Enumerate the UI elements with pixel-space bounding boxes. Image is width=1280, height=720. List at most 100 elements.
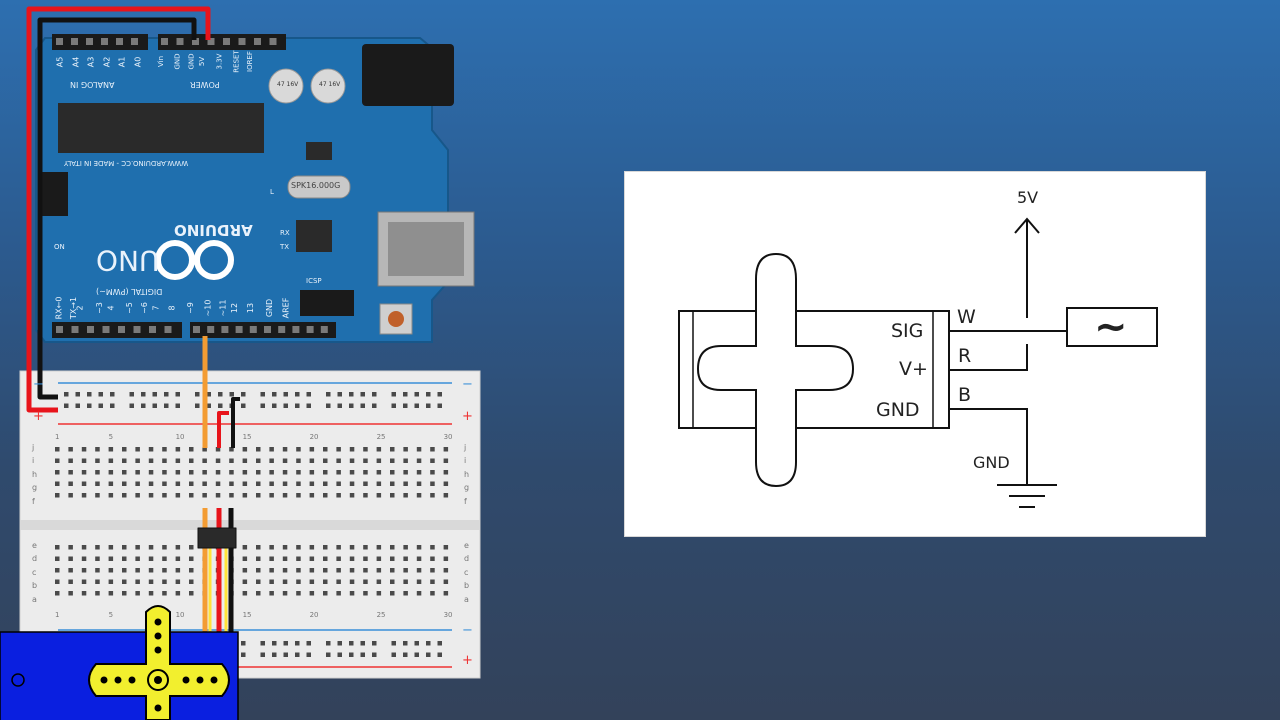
breadboard-hole — [68, 591, 73, 596]
digital-pin-label: ~9 — [185, 302, 195, 314]
breadboard-hole — [256, 470, 261, 475]
breadboard-hole — [135, 591, 140, 596]
breadboard-hole — [215, 470, 221, 475]
breadboard-hole — [323, 447, 328, 452]
breadboard-hole — [295, 641, 300, 646]
column-number: 5 — [108, 611, 114, 619]
breadboard-hole — [87, 392, 92, 397]
row-letter: h — [464, 469, 470, 479]
signal-source-symbol: ~ — [1094, 304, 1128, 350]
breadboard-hole — [296, 470, 301, 475]
breadboard-hole — [241, 392, 246, 397]
header-pin — [86, 38, 93, 45]
header-pin — [56, 38, 63, 45]
breadboard-hole — [372, 403, 377, 408]
breadboard-hole — [283, 403, 288, 408]
breadboard-hole — [108, 447, 114, 452]
breadboard-hole — [256, 545, 261, 550]
breadboard-hole — [295, 403, 300, 408]
breadboard-hole — [175, 545, 181, 550]
breadboard-hole — [108, 591, 114, 596]
breadboard-hole — [242, 579, 248, 584]
breadboard-hole — [81, 447, 87, 452]
breadboard-hole — [55, 556, 60, 561]
column-number: 20 — [309, 611, 319, 619]
breadboard-hole — [430, 545, 435, 550]
ground-label: GND — [973, 453, 1010, 472]
row-letter: f — [32, 496, 35, 506]
breadboard-hole — [349, 458, 355, 463]
breadboard-hole — [272, 641, 277, 646]
breadboard-hole — [391, 403, 396, 408]
header-pin — [235, 326, 243, 333]
breadboard-hole — [81, 568, 87, 573]
breadboard-hole — [437, 403, 442, 408]
ground-wire — [949, 408, 1028, 485]
analog-pin-label: A1 — [117, 56, 127, 68]
breadboard-hole — [336, 579, 341, 584]
digital-pin-label: 12 — [230, 302, 240, 314]
signal-source-box — [1066, 307, 1158, 347]
supply-arrow — [1014, 217, 1040, 234]
breadboard-hole — [443, 447, 449, 452]
breadboard-hole — [430, 481, 435, 486]
crystal-label: SPK16.000G — [291, 181, 341, 190]
breadboard-hole — [430, 470, 435, 475]
breadboard-hole — [376, 493, 382, 498]
supply-label: 5V — [1017, 188, 1039, 207]
breadboard — [19, 370, 481, 679]
breadboard-hole — [260, 392, 265, 397]
wire-5v-red — [26, 6, 211, 413]
digital-pin-label: ~6 — [140, 302, 150, 314]
breadboard-hole — [108, 556, 114, 561]
header-pin — [164, 326, 172, 333]
row-letter: c — [32, 567, 37, 577]
breadboard-hole — [306, 652, 311, 657]
breadboard-hole — [295, 652, 300, 657]
breadboard-hole — [218, 392, 223, 397]
breadboard-hole — [202, 470, 207, 475]
breadboard-hole — [296, 568, 301, 573]
breadboard-hole — [175, 403, 180, 408]
led-label: L — [270, 188, 274, 196]
breadboard-hole — [122, 493, 127, 498]
digital-pin-label: 2 — [75, 305, 85, 311]
breadboard-hole — [269, 591, 274, 596]
power-pin-label: GND — [187, 53, 196, 70]
breadboard-hole — [323, 591, 328, 596]
breadboard-hole — [141, 403, 146, 408]
capacitor-label-2: 47 16V — [319, 81, 341, 88]
breadboard-hole — [148, 591, 154, 596]
breadboard-hole — [349, 641, 354, 646]
row-letter: e — [32, 541, 37, 550]
breadboard-hole — [272, 392, 277, 397]
breadboard-hole — [416, 447, 422, 452]
breadboard-hole — [272, 652, 277, 657]
breadboard-hole — [376, 545, 382, 550]
breadboard-hole — [282, 591, 288, 596]
column-number: 5 — [108, 433, 114, 441]
breadboard-hole — [195, 392, 200, 397]
breadboard-hole — [437, 652, 442, 657]
column-number: 1 — [55, 611, 60, 619]
led-label: RX — [280, 229, 290, 237]
breadboard-hole — [326, 392, 331, 397]
header-pin — [207, 326, 215, 333]
breadboard-hole — [336, 545, 341, 550]
column-number: 20 — [309, 433, 319, 441]
breadboard-hole — [430, 568, 435, 573]
breadboard-hole — [241, 652, 246, 657]
row-letter: d — [32, 554, 38, 564]
power-pin-label: GND — [173, 53, 182, 70]
breadboard-hole — [108, 545, 114, 550]
breadboard-hole — [349, 470, 355, 475]
breadboard-hole — [363, 447, 368, 452]
breadboard-hole — [282, 481, 288, 486]
header-pin — [56, 326, 63, 333]
power-label: POWER — [190, 80, 220, 89]
breadboard-hole — [363, 556, 368, 561]
row-letter: j — [464, 443, 467, 452]
breadboard-hole — [403, 403, 408, 408]
breadboard-hole — [229, 493, 234, 498]
breadboard-hole — [416, 579, 422, 584]
